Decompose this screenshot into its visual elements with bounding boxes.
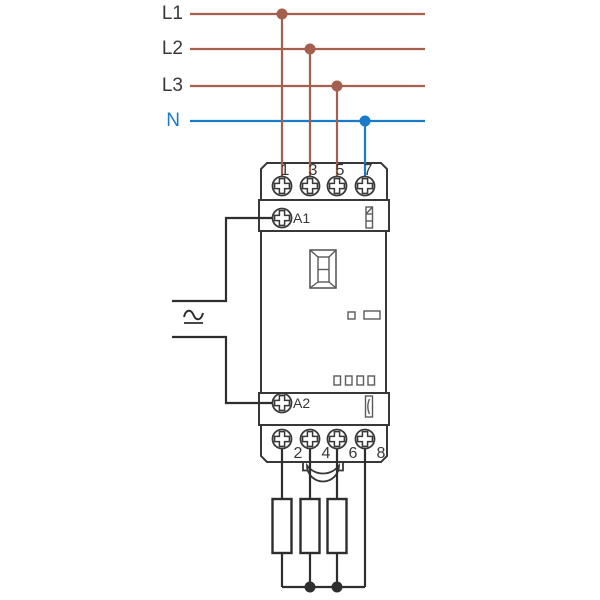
supply-lines <box>190 12 425 186</box>
ac-supply-symbol <box>183 309 204 324</box>
screw-terminal-icon-a2 <box>271 392 293 414</box>
line-label-l1: L1 <box>161 3 183 24</box>
coil-label-a2: A2 <box>293 395 311 411</box>
terminal-label-3: 3 <box>308 162 318 179</box>
junction-dots <box>276 8 371 593</box>
screw-terminal-icon-2 <box>271 428 293 450</box>
bottom-terminal-block <box>260 424 388 463</box>
coil-indicator-icon <box>364 395 374 418</box>
terminal-label-7: 7 <box>363 162 373 179</box>
line-label-l3: L3 <box>161 75 183 96</box>
coil-wiring <box>172 216 282 405</box>
junction-dot-bus-2 <box>331 581 343 593</box>
terminal-label-6: 6 <box>348 445 358 462</box>
rating-marks <box>333 310 381 386</box>
coil-wire-a1 <box>172 216 282 303</box>
junction-dot-bus-1 <box>304 581 316 593</box>
line-label-n: N <box>166 110 180 131</box>
manual-switch-window-icon <box>309 249 337 289</box>
line-label-l2: L2 <box>161 38 183 59</box>
terminal-label-2: 2 <box>293 445 303 462</box>
position-indicator-icon <box>365 206 374 229</box>
load-resistor-1 <box>271 497 293 555</box>
terminal-label-4: 4 <box>321 445 331 462</box>
junction-dot-n <box>359 115 371 127</box>
load-resistor-2 <box>299 497 321 555</box>
junction-dot-l3 <box>331 80 343 92</box>
screw-terminal-icon-4 <box>299 428 321 450</box>
screw-terminal-icon-a1 <box>271 207 293 229</box>
junction-dot-l1 <box>276 8 288 20</box>
screw-terminal-icon-7 <box>354 175 376 197</box>
load-resistor-3 <box>326 497 348 555</box>
terminal-label-1: 1 <box>280 162 290 179</box>
terminal-label-5: 5 <box>335 162 345 179</box>
screw-terminal-icon-5 <box>326 175 348 197</box>
screw-terminal-icon-6 <box>326 428 348 450</box>
coil-label-a1: A1 <box>293 210 311 226</box>
screw-terminal-icon-1 <box>271 175 293 197</box>
junction-dot-l2 <box>304 43 316 55</box>
main-body <box>260 230 387 394</box>
screw-terminal-icon-8 <box>354 428 376 450</box>
coil-wire-a2 <box>172 335 282 405</box>
terminal-label-8: 8 <box>376 445 386 462</box>
screw-terminal-icon-3 <box>299 175 321 197</box>
